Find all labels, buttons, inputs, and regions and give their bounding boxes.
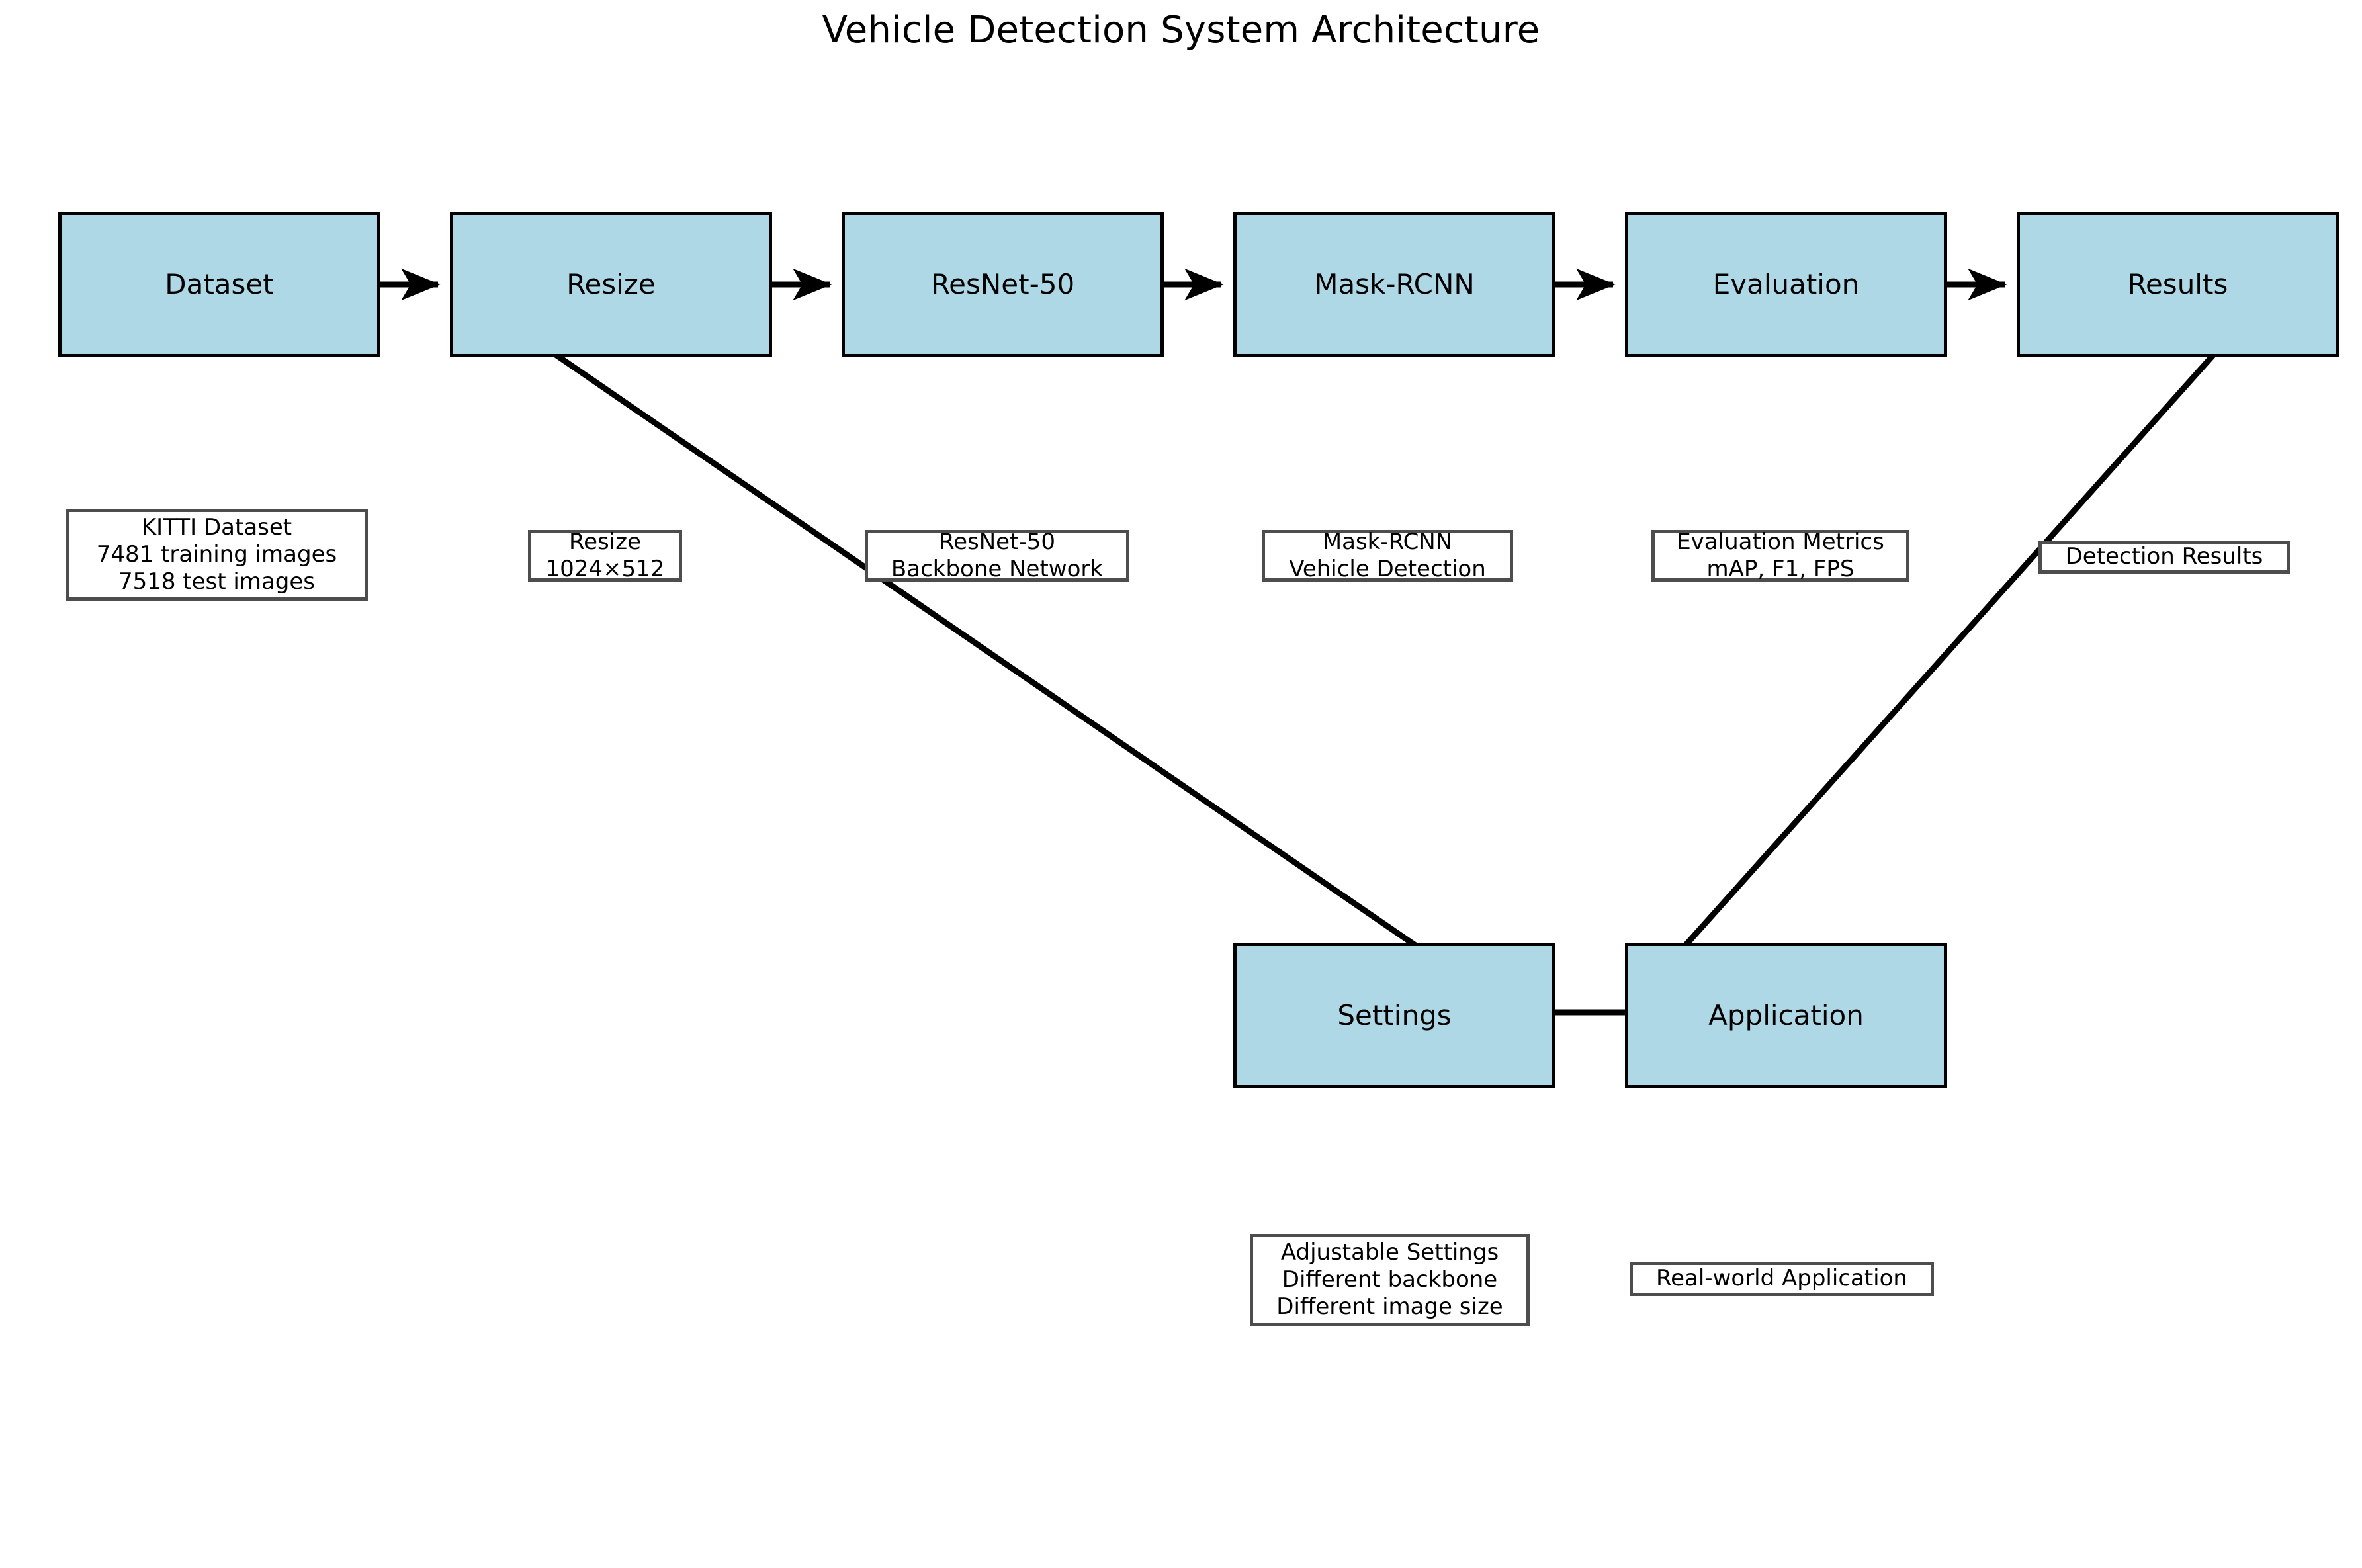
stage-box-dataset[interactable]: Dataset — [58, 212, 380, 357]
stage-box-resnet50[interactable]: ResNet-50 — [842, 212, 1164, 357]
caption-line: Detection Results — [2065, 543, 2263, 570]
caption-line: Backbone Network — [891, 556, 1104, 582]
caption-line: KITTI Dataset — [141, 513, 292, 541]
caption-line: Different backbone — [1282, 1266, 1498, 1293]
stage-box-mask-rcnn[interactable]: Mask-RCNN — [1233, 212, 1555, 357]
stage-box-resize[interactable]: Resize — [450, 212, 772, 357]
caption-box-application-caption: Real-world Application — [1630, 1262, 1934, 1296]
caption-line: mAP, F1, FPS — [1706, 556, 1855, 582]
caption-line: Adjustable Settings — [1280, 1239, 1499, 1266]
caption-line: Vehicle Detection — [1289, 556, 1486, 582]
stage-label: Mask-RCNN — [1314, 268, 1475, 300]
stage-box-evaluation[interactable]: Evaluation — [1625, 212, 1947, 357]
stage-box-application[interactable]: Application — [1625, 943, 1947, 1088]
caption-box-results-caption: Detection Results — [2038, 541, 2290, 574]
caption-line: 7518 test images — [118, 568, 316, 595]
caption-line: 7481 training images — [96, 541, 337, 568]
stage-box-settings[interactable]: Settings — [1233, 943, 1555, 1088]
stage-label: Results — [2127, 268, 2228, 300]
caption-line: Mask-RCNN — [1322, 528, 1453, 555]
stage-box-results[interactable]: Results — [2017, 212, 2339, 357]
caption-line: Evaluation Metrics — [1677, 528, 1884, 555]
caption-line: 1024×512 — [545, 556, 665, 582]
stage-label: Resize — [566, 268, 656, 300]
stage-label: Evaluation — [1712, 268, 1860, 300]
stage-label: ResNet-50 — [930, 268, 1075, 300]
stage-label: Settings — [1337, 999, 1452, 1031]
caption-line: Different image size — [1276, 1293, 1503, 1321]
caption-line: ResNet-50 — [939, 528, 1055, 555]
caption-line: Real-world Application — [1656, 1265, 1907, 1292]
stage-label: Application — [1708, 999, 1864, 1031]
stage-label: Dataset — [165, 268, 274, 300]
page-title: Vehicle Detection System Architecture — [822, 9, 1540, 52]
caption-line: Resize — [569, 528, 641, 555]
edge-results-to-application — [1629, 285, 2277, 1008]
edge-settings-to-resize — [461, 288, 1544, 1035]
